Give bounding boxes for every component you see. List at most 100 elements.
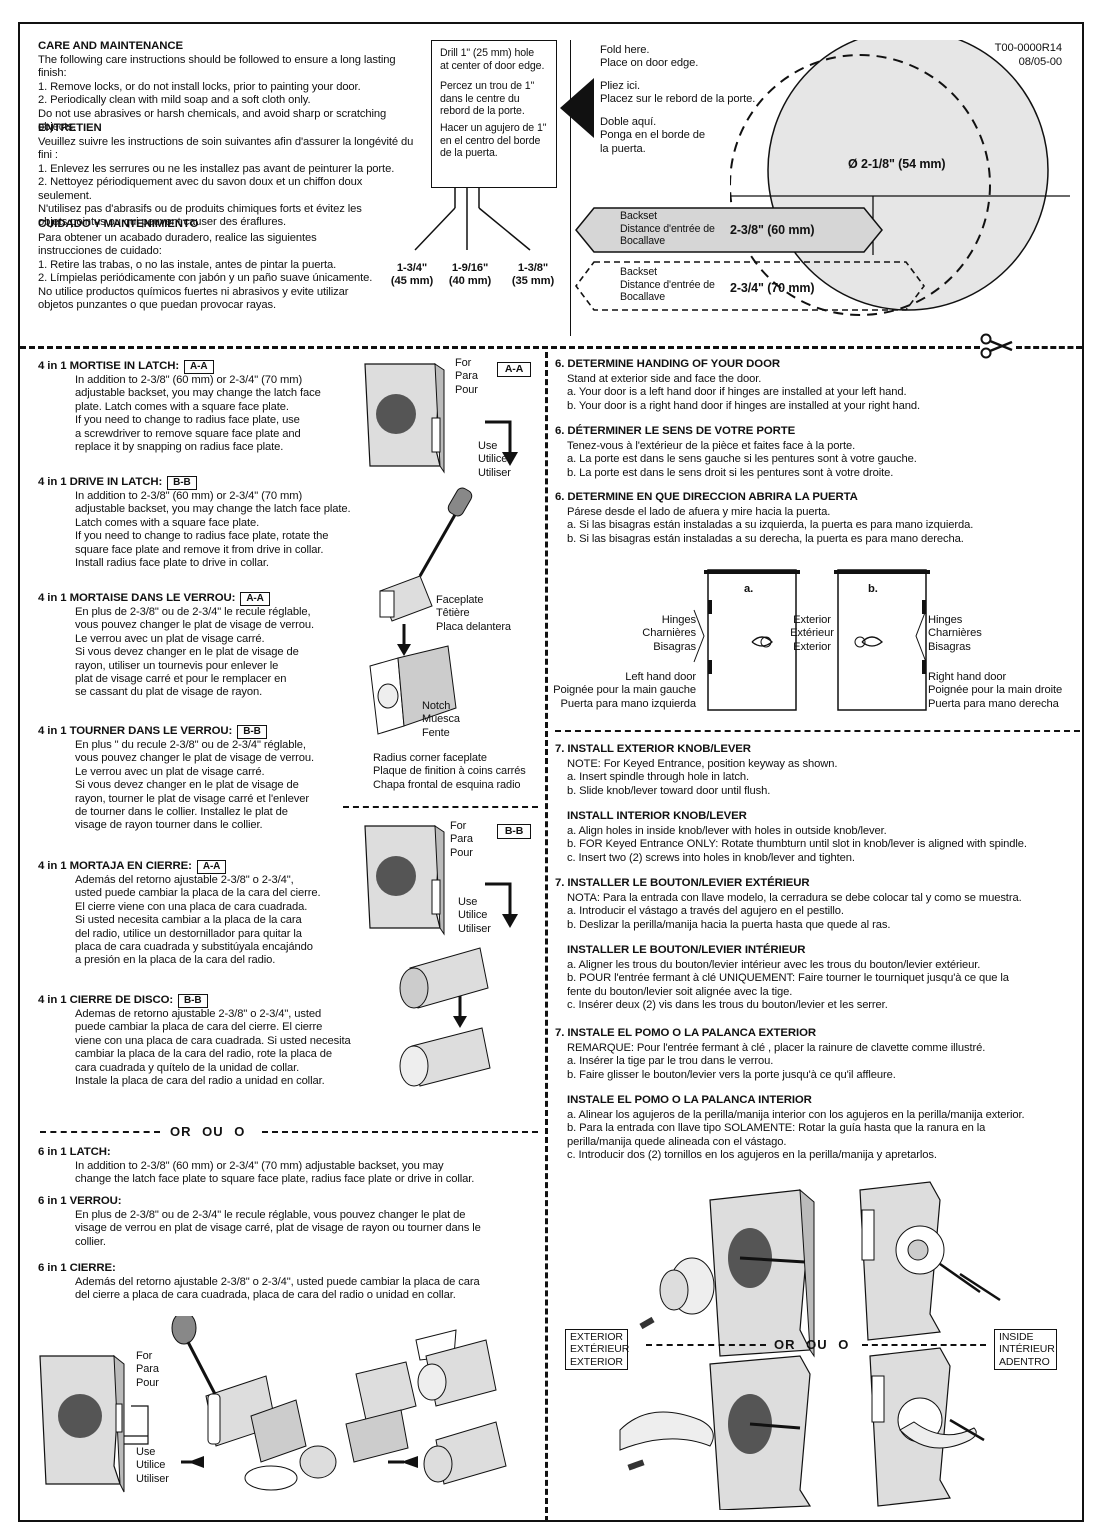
- s1-tag: A-A: [184, 360, 214, 374]
- care-es-body: Para obtener un acabado duradero, realic…: [38, 232, 373, 312]
- or-dash-right-a: [646, 1344, 766, 1346]
- s2-body: In addition to 2-3/8" (60 mm) or 2-3/4" …: [75, 490, 351, 570]
- s4-title: 4 in 1 TOURNER DANS LE VERROU:B-B: [38, 725, 267, 739]
- s8-title: 6 in 1 VERROU:: [38, 1195, 122, 1207]
- fold-en: Fold here. Place on door edge.: [600, 44, 699, 70]
- or-text-right: OR OU O: [774, 1337, 850, 1352]
- drill-instructions-box: Drill 1" (25 mm) hole at center of door …: [431, 40, 557, 188]
- h7d: INSTALLER LE BOUTON/LEVIER INTÉRIEUR: [567, 944, 806, 956]
- care-en-body: The following care instructions should b…: [38, 54, 396, 134]
- h6-en: 6. DETERMINE HANDING OF YOUR DOOR: [555, 358, 780, 370]
- b6-fr: Tenez-vous à l'extérieur de la pièce et …: [567, 440, 917, 479]
- s7-body: In addition to 2-3/8" (60 mm) or 2-3/4" …: [75, 1160, 475, 1186]
- backset-arrows: [575, 207, 925, 311]
- left-hand-door-label: Left hand door Poignée pour la main gauc…: [553, 671, 696, 710]
- aa-badge: A-A: [497, 362, 531, 378]
- thickness-45mm: 1-3/4" (45 mm): [390, 262, 434, 288]
- for-label-bottom: For Para Pour: [136, 1350, 159, 1389]
- s2-tag: B-B: [167, 476, 197, 490]
- door-a-label: a.: [744, 583, 754, 595]
- thickness-35mm: 1-3/8" (35 mm): [511, 262, 555, 288]
- h6-fr: 6. DÉTERMINER LE SENS DE VOTRE PORTE: [555, 425, 796, 437]
- scissors-icon: [980, 333, 1013, 359]
- care-fr-body: Veuillez suivre les instructions de soin…: [38, 136, 414, 229]
- for-label-bb: For Para Pour: [450, 820, 473, 859]
- care-es-title: CUIDADO Y MANTENIMIENTO: [38, 218, 199, 230]
- fold-fr: Pliez ici. Placez sur le rebord de la po…: [600, 80, 756, 106]
- hinges-left-label: Hinges Charnières Bisagras: [642, 614, 696, 653]
- s9-body: Además del retorno ajustable 2-3/8" o 2-…: [75, 1276, 480, 1302]
- step-divider: [555, 730, 1080, 732]
- care-fr-title: ENTRETIEN: [38, 122, 102, 134]
- faceplate-label: Faceplate Têtière Placa delantera: [436, 594, 511, 633]
- door-thickness-lines: [414, 188, 531, 251]
- s4-tag: B-B: [237, 725, 267, 739]
- s3-body: En plus de 2-3/8" ou de 2-3/4" le recule…: [75, 606, 314, 699]
- backset1-value: 2-3/8" (60 mm): [730, 223, 815, 237]
- page-frame: [18, 22, 1084, 1522]
- hinges-right-label: Hinges Charnières Bisagras: [928, 614, 982, 653]
- s5-title: 4 in 1 MORTAJA EN CIERRE:A-A: [38, 860, 227, 874]
- b6-es: Párese desde el lado de afuera y mire ha…: [567, 506, 974, 545]
- doc-code: T00-0000R14: [994, 42, 1062, 54]
- exterior-label: Exterior Extérieur Exterior: [790, 614, 834, 653]
- backset2-value: 2-3/4" (70 mm): [730, 281, 815, 295]
- inside-box: INSIDE INTÉRIEUR ADENTRO: [994, 1329, 1057, 1371]
- s1-title: 4 in 1 MORTISE IN LATCH:A-A: [38, 360, 214, 374]
- cut-line: [20, 346, 980, 349]
- for-label-aa: For Para Pour: [455, 357, 478, 396]
- s5-tag: A-A: [196, 860, 227, 874]
- b7d: a. Aligner les trous du bouton/levier in…: [567, 959, 1009, 1012]
- backset2-label: Backset Distance d'entrée de Bocallave: [620, 266, 715, 304]
- thickness-40mm: 1-9/16" (40 mm): [448, 262, 492, 288]
- fold-es: Doble aquí. Ponga en el borde de la puer…: [600, 116, 705, 155]
- s2-title: 4 in 1 DRIVE IN LATCH:B-B: [38, 476, 197, 490]
- notch-label: Notch Muesca Fente: [422, 700, 460, 739]
- b7f: a. Alinear los agujeros de la perilla/ma…: [567, 1109, 1025, 1162]
- or-dash-left-b: [262, 1131, 538, 1133]
- s9-title: 6 in 1 CIERRE:: [38, 1262, 116, 1274]
- cut-line-end: [1016, 346, 1082, 349]
- exterior-box: EXTERIOR EXTÉRIEUR EXTERIOR: [565, 1329, 629, 1371]
- s6-tag: B-B: [178, 994, 208, 1008]
- b6-en: Stand at exterior side and face the door…: [567, 373, 921, 412]
- s6-title: 4 in 1 CIERRE DE DISCO:B-B: [38, 994, 208, 1008]
- use-label-aa: Use Utilice Utiliser: [478, 440, 511, 479]
- latch-illustration-bb: [364, 825, 518, 1087]
- s3-title: 4 in 1 MORTAISE DANS LE VERROU:A-A: [38, 592, 270, 606]
- column-divider: [545, 352, 548, 1522]
- s7-title: 6 in 1 LATCH:: [38, 1146, 111, 1158]
- right-hand-door-label: Right hand door Poignée pour la main dro…: [928, 671, 1063, 710]
- b7c: NOTA: Para la entrada con llave modelo, …: [567, 892, 1022, 931]
- care-en-title: CARE AND MAINTENANCE: [38, 40, 184, 52]
- drill-en: Drill 1" (25 mm) hole at center of door …: [440, 47, 545, 72]
- aa-bb-divider: [343, 806, 538, 808]
- radius-faceplate-label: Radius corner faceplate Plaque de finiti…: [373, 752, 526, 791]
- bore-diameter-label: Ø 2-1/8" (54 mm): [848, 157, 946, 171]
- s3-tag: A-A: [240, 592, 270, 606]
- fold-arrow-icon: [560, 78, 594, 138]
- h7b: INSTALL INTERIOR KNOB/LEVER: [567, 810, 747, 822]
- doc-date: 08/05-00: [1018, 56, 1062, 68]
- or-text-left: OR OU O: [170, 1124, 246, 1139]
- backset1-label: Backset Distance d'entrée de Bocallave: [620, 210, 715, 248]
- six-in-one-illustration: [39, 1316, 507, 1493]
- knob-lever-illustration: [619, 1181, 1001, 1510]
- bb-badge: B-B: [497, 824, 531, 840]
- use-label-bottom: Use Utilice Utiliser: [136, 1446, 169, 1485]
- h7f: INSTALE EL POMO O LA PALANCA INTERIOR: [567, 1094, 812, 1106]
- or-dash-left-a: [40, 1131, 160, 1133]
- or-dash-right-b: [862, 1344, 986, 1346]
- s1-body: In addition to 2-3/8" (60 mm) or 2-3/4" …: [75, 374, 321, 454]
- h7c: 7. INSTALLER LE BOUTON/LEVIER EXTÉRIEUR: [555, 877, 810, 889]
- use-label-bb: Use Utilice Utiliser: [458, 896, 491, 935]
- door-handing-illustration: [693, 569, 930, 711]
- drill-es: Hacer un agujero de 1" en el centro del …: [440, 121, 547, 160]
- b7b: a. Align holes in inside knob/lever with…: [567, 825, 1027, 864]
- door-b-label: b.: [868, 583, 878, 595]
- s8-body: En plus de 2-3/8" ou de 2-3/4" le recule…: [75, 1209, 481, 1248]
- s6-body: Ademas de retorno ajustable 2-3/8" o 2-3…: [75, 1008, 351, 1088]
- drill-fr: Percez un trou de 1" dans le centre du r…: [440, 80, 535, 118]
- s5-body: Además del retorno ajustable 2-3/8" o 2-…: [75, 874, 321, 967]
- h6-es: 6. DETERMINE EN QUE DIRECCION ABRIRA LA …: [555, 491, 858, 503]
